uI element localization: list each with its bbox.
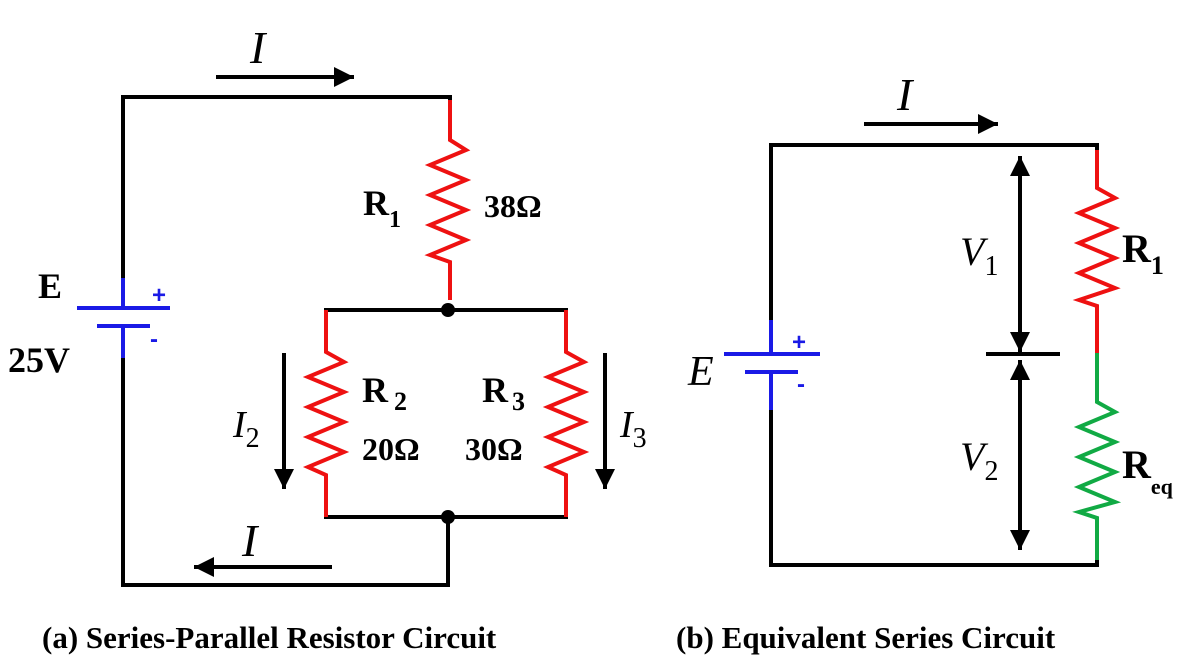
battery-b-plus: +: [792, 329, 806, 356]
resistor-r1-a: [424, 100, 472, 300]
source-a-value: 25V: [8, 340, 70, 380]
battery-b-minus: -: [797, 371, 805, 398]
junction-node-top: [441, 303, 455, 317]
source-a-name: E: [38, 266, 62, 306]
resistor-r2: [302, 310, 350, 517]
battery-a-minus: -: [150, 326, 158, 353]
r3-value: 30Ω: [465, 431, 523, 467]
junction-node-bottom: [441, 510, 455, 524]
battery-a: [77, 278, 170, 358]
caption-a: (a) Series-Parallel Resistor Circuit: [42, 620, 497, 655]
wire-b-bottom: [769, 408, 1099, 567]
r1-b-label: R1: [1122, 226, 1164, 280]
v1-label: V1: [960, 229, 998, 282]
wire-a-left-bottom: [121, 356, 450, 587]
resistor-req: [1072, 353, 1122, 560]
resistor-r1-b: [1072, 150, 1121, 353]
r1-a-value: 38Ω: [484, 188, 542, 224]
current-label-a-top: I: [249, 22, 268, 73]
caption-b: (b) Equivalent Series Circuit: [676, 620, 1056, 655]
wire-b-top: [769, 143, 1099, 322]
battery-a-plus: +: [152, 282, 166, 309]
source-b-name: E: [687, 349, 714, 395]
current-label-b-top: I: [896, 69, 915, 120]
circuit-b: + - E R1 Req V1 V2 I (b) Equivalent Seri…: [676, 69, 1174, 655]
r2-value: 20Ω: [362, 431, 420, 467]
current-label-i3: I3: [619, 404, 647, 454]
battery-b: [724, 320, 820, 410]
current-label-a-bottom: I: [241, 515, 260, 566]
wire-a-top: [121, 95, 452, 280]
resistor-r3: [542, 310, 590, 517]
v2-label: V2: [960, 434, 998, 487]
current-label-i2: I2: [232, 404, 260, 454]
req-label: Req: [1122, 442, 1174, 499]
r1-a-label: R1: [363, 183, 401, 233]
